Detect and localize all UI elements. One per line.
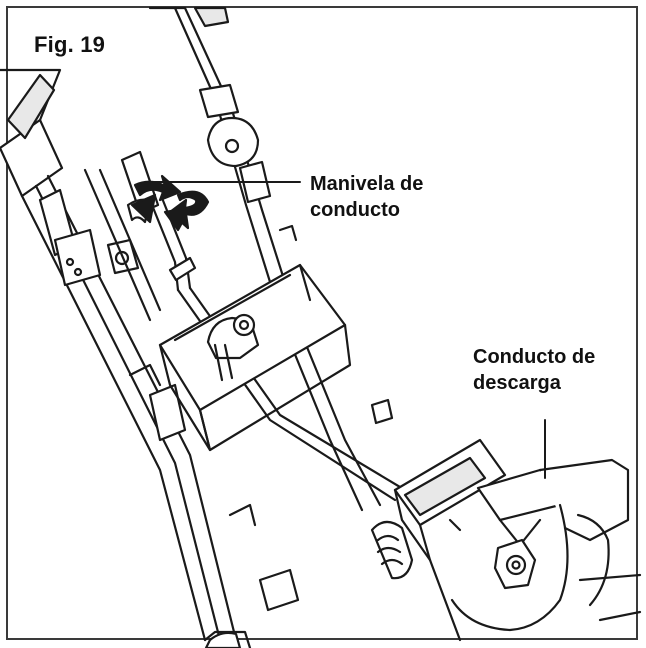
left-handle-tube bbox=[0, 68, 300, 648]
callout-chute-crank-line1: Manivela de bbox=[310, 173, 424, 195]
figure-label: Fig. 19 bbox=[34, 32, 106, 57]
callout-discharge-chute: Conducto de descarga bbox=[473, 344, 595, 396]
callout-discharge-chute-line1: Conducto de bbox=[473, 346, 596, 368]
right-handle-tube bbox=[148, 6, 394, 512]
callout-discharge-chute-line2: descarga bbox=[473, 372, 561, 394]
rotation-arrows-icon bbox=[126, 174, 210, 232]
wheel bbox=[204, 520, 414, 648]
callout-chute-crank: Manivela de conducto bbox=[310, 171, 423, 223]
chute-bracket bbox=[158, 263, 352, 452]
callout-chute-crank-line2: conducto bbox=[310, 199, 400, 221]
figure-frame bbox=[6, 6, 638, 640]
discharge-chute bbox=[393, 419, 642, 642]
